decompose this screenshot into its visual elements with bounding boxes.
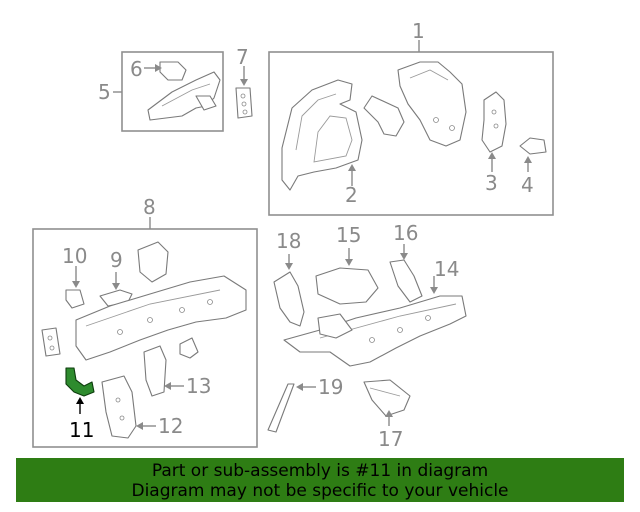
- callout-10: 10: [62, 244, 87, 268]
- part-15: [315, 248, 379, 305]
- callout-2: 2: [345, 183, 358, 207]
- part-7: [235, 66, 253, 119]
- part-14: [283, 276, 467, 367]
- callout-3: 3: [485, 171, 498, 195]
- parts-diagram: 5 6 7 1 2: [32, 19, 554, 451]
- part-18: [273, 254, 305, 327]
- callout-11: 11: [69, 418, 94, 442]
- callout-16: 16: [393, 221, 418, 245]
- part-8-clip: [179, 337, 199, 359]
- callout-15: 15: [336, 223, 361, 247]
- callout-4: 4: [521, 173, 534, 197]
- group-box-1: [268, 51, 554, 216]
- callout-18: 18: [276, 229, 301, 253]
- part-11[interactable]: [65, 367, 95, 414]
- callout-7: 7: [236, 45, 249, 69]
- group-box-8: [32, 228, 258, 448]
- part-6: [144, 61, 187, 81]
- part-2: [281, 79, 363, 191]
- part-16: [389, 244, 423, 303]
- callout-6: 6: [130, 57, 143, 81]
- callout-19: 19: [318, 375, 343, 399]
- callout-8: 8: [143, 195, 156, 219]
- callout-13: 13: [186, 374, 211, 398]
- part-1: [397, 61, 467, 147]
- part-12: [101, 375, 156, 439]
- callout-9: 9: [110, 248, 123, 272]
- callout-17: 17: [378, 427, 403, 451]
- part-8-rail: [75, 241, 247, 361]
- info-banner: Part or sub-assembly is #11 in diagram D…: [16, 458, 624, 502]
- callout-1: 1: [412, 19, 425, 43]
- part-1-bracket: [363, 95, 405, 137]
- part-5: [147, 71, 221, 121]
- callout-14: 14: [434, 257, 459, 281]
- part-17: [363, 379, 411, 426]
- banner-line-1: Part or sub-assembly is #11 in diagram: [151, 461, 489, 481]
- callout-5: 5: [98, 80, 111, 104]
- part-3: [481, 91, 507, 172]
- part-13: [143, 345, 184, 397]
- callout-12: 12: [158, 414, 183, 438]
- part-10: [65, 266, 85, 309]
- part-19: [267, 383, 316, 433]
- part-4: [519, 137, 547, 172]
- banner-line-2: Diagram may not be specific to your vehi…: [131, 481, 509, 501]
- part-8-plate: [41, 327, 61, 357]
